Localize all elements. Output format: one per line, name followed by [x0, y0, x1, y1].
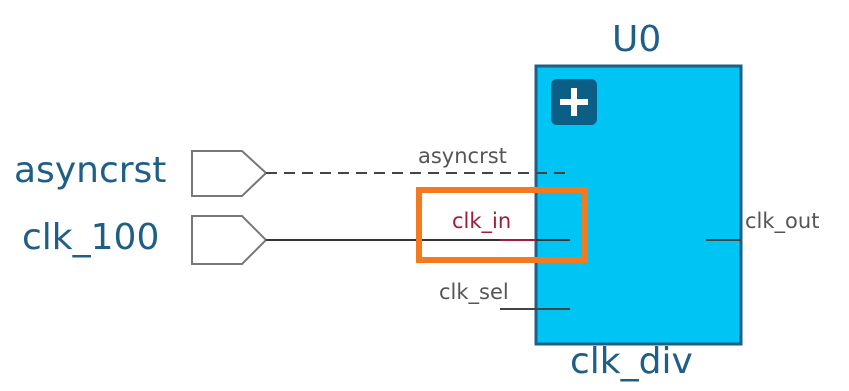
asyncrst-port-symbol[interactable] — [191, 150, 268, 197]
clk-100-port-symbol[interactable] — [191, 215, 268, 265]
expand-button[interactable] — [551, 79, 597, 125]
pin-label-clk-sel: clk_sel — [439, 280, 509, 304]
pin-label-clk-out: clk_out — [745, 209, 820, 233]
highlight-box — [416, 187, 588, 263]
module-name-label: clk_div — [570, 341, 693, 382]
port-label-asyncrst: asyncrst — [14, 150, 167, 191]
pin-label-asyncrst: asyncrst — [418, 144, 507, 168]
port-label-clk-100: clk_100 — [22, 217, 160, 258]
instance-name-label: U0 — [612, 19, 662, 60]
pin-label-clk-in: clk_in — [452, 209, 512, 233]
